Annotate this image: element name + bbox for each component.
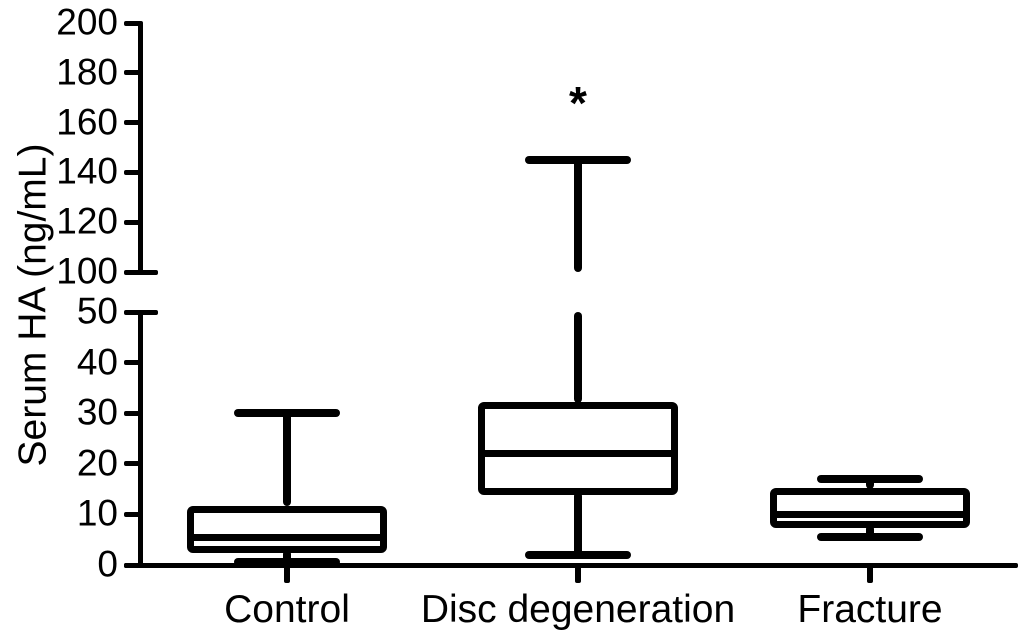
whisker-upper xyxy=(283,413,291,507)
category-label: Control xyxy=(224,588,350,631)
y-axis-lower-endcap xyxy=(124,309,158,315)
x-axis xyxy=(124,563,1018,568)
whisker-upper xyxy=(866,478,874,489)
iqr-box xyxy=(478,402,678,496)
median-line xyxy=(773,510,967,518)
y-tick-label: 10 xyxy=(76,492,118,534)
whisker-cap-min xyxy=(234,558,340,567)
y-axis-tick xyxy=(124,461,143,467)
whisker-lower xyxy=(283,549,291,563)
y-axis-tick xyxy=(124,562,143,568)
y-axis-tick xyxy=(124,120,143,126)
x-axis-category-tick xyxy=(867,565,873,583)
y-tick-label: 0 xyxy=(97,543,118,585)
y-axis-upper-segment xyxy=(138,23,143,272)
significance-asterisk: * xyxy=(569,77,587,129)
iqr-box xyxy=(770,488,970,528)
y-axis-tick xyxy=(124,410,143,416)
whisker-cap-min xyxy=(525,550,631,559)
y-tick-label: 200 xyxy=(56,1,118,43)
y-axis-lower-segment xyxy=(138,312,143,565)
category-label: Disc degeneration xyxy=(420,588,736,631)
category-label: Fracture xyxy=(797,588,943,631)
median-line xyxy=(481,450,675,458)
y-axis-tick xyxy=(124,20,143,26)
y-axis-tick xyxy=(124,169,143,175)
y-axis-tick xyxy=(124,360,143,366)
y-tick-label: 100 xyxy=(56,250,118,292)
whisker-lower xyxy=(866,524,874,538)
median-line xyxy=(190,533,384,541)
y-tick-label: 140 xyxy=(56,150,118,192)
whisker-upper-bottom-part xyxy=(574,312,582,403)
x-axis-category-tick xyxy=(284,565,290,583)
y-axis-tick xyxy=(124,70,143,76)
whisker-lower xyxy=(574,491,582,555)
whisker-cap-max xyxy=(817,474,923,483)
y-axis-tick xyxy=(124,511,143,517)
y-tick-label: 20 xyxy=(76,442,118,484)
y-tick-label: 160 xyxy=(56,100,118,142)
whisker-cap-max xyxy=(234,409,340,418)
iqr-box xyxy=(187,505,387,554)
y-tick-label: 30 xyxy=(76,391,118,433)
y-axis-tick xyxy=(124,219,143,225)
y-tick-label: 180 xyxy=(56,51,118,93)
y-axis-upper-endcap xyxy=(124,269,158,275)
whisker-upper-top-part xyxy=(574,159,582,272)
whisker-cap-min xyxy=(817,533,923,542)
y-tick-label: 120 xyxy=(56,200,118,242)
x-axis-category-tick xyxy=(575,565,581,583)
y-tick-label: 50 xyxy=(76,290,118,332)
whisker-cap-max xyxy=(525,155,631,164)
y-tick-label: 40 xyxy=(76,340,118,382)
